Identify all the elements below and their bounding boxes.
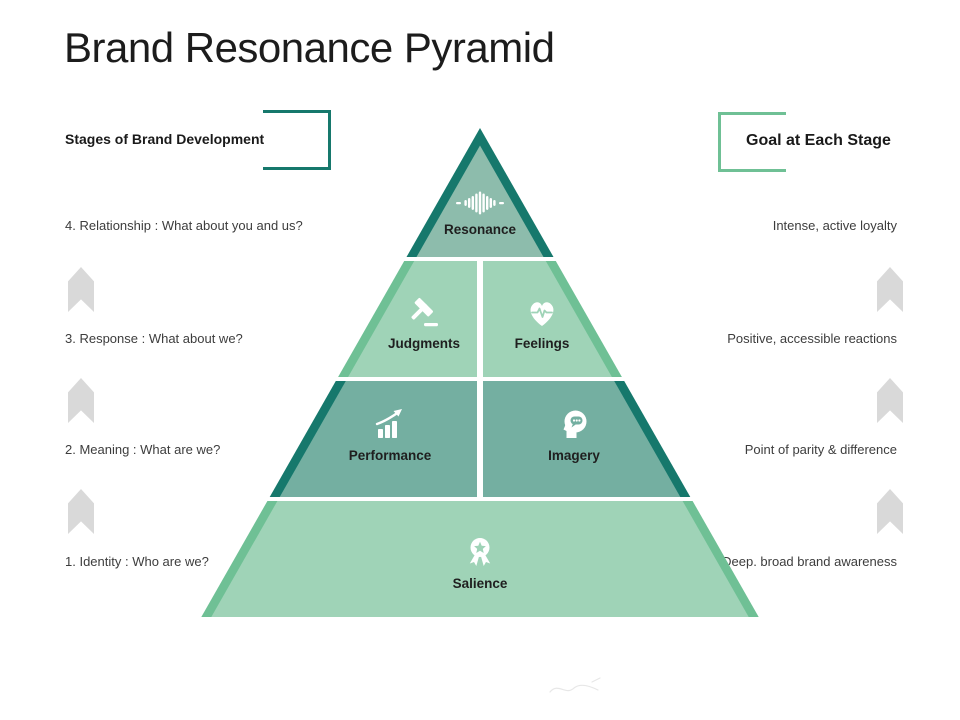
pyramid-segment-judgments xyxy=(348,261,477,377)
award-ribbon-icon xyxy=(469,538,491,566)
pyramid-cell-salience: Salience xyxy=(400,536,560,591)
goal-row-parity: Point of parity & difference xyxy=(744,442,897,457)
heart-pulse-icon xyxy=(530,302,554,326)
pyramid-cell-imagery: Imagery xyxy=(494,408,654,463)
pyramid-cell-performance: Performance xyxy=(310,408,470,463)
pyramid-cell-resonance: Resonance xyxy=(400,190,560,237)
gavel-icon xyxy=(411,297,438,327)
pyramid-segment-imagery xyxy=(483,381,681,497)
stage-row-response: 3. Response : What about we? xyxy=(65,331,243,346)
stage-row-identity: 1. Identity : Who are we? xyxy=(65,554,209,569)
goal-row-awareness: Deep. broad brand awareness xyxy=(722,554,897,569)
goal-row-reactions: Positive, accessible reactions xyxy=(727,331,897,346)
pyramid-label-feelings: Feelings xyxy=(514,336,570,351)
pyramid-segment-salience xyxy=(211,501,749,617)
stages-header-bracket xyxy=(263,110,331,170)
pyramid-label-judgments: Judgments xyxy=(387,336,460,351)
pyramid-label-imagery: Imagery xyxy=(548,448,600,463)
page-title: Brand Resonance Pyramid xyxy=(64,24,555,71)
stage-row-relationship: 4. Relationship : What about you and us? xyxy=(65,218,303,233)
pyramid-cell-judgments: Judgments xyxy=(344,296,504,351)
pyramid-label-salience: Salience xyxy=(452,576,508,591)
sound-wave-icon xyxy=(456,191,504,215)
pyramid-cell-feelings: Feelings xyxy=(462,296,622,351)
pyramid-label-resonance: Resonance xyxy=(443,222,517,237)
stage-row-meaning: 2. Meaning : What are we? xyxy=(65,442,221,457)
goal-row-loyalty: Intense, active loyalty xyxy=(772,218,897,233)
stages-header-label: Stages of Brand Development xyxy=(65,131,265,147)
goals-header-bracket xyxy=(718,112,786,172)
head-speech-bubble-icon xyxy=(563,410,587,438)
watermark-signature xyxy=(549,677,601,693)
bar-chart-arrow-icon xyxy=(375,409,402,438)
goals-header-label: Goal at Each Stage xyxy=(746,132,891,149)
pyramid-label-performance: Performance xyxy=(348,448,432,463)
pyramid-segment-performance xyxy=(279,381,477,497)
